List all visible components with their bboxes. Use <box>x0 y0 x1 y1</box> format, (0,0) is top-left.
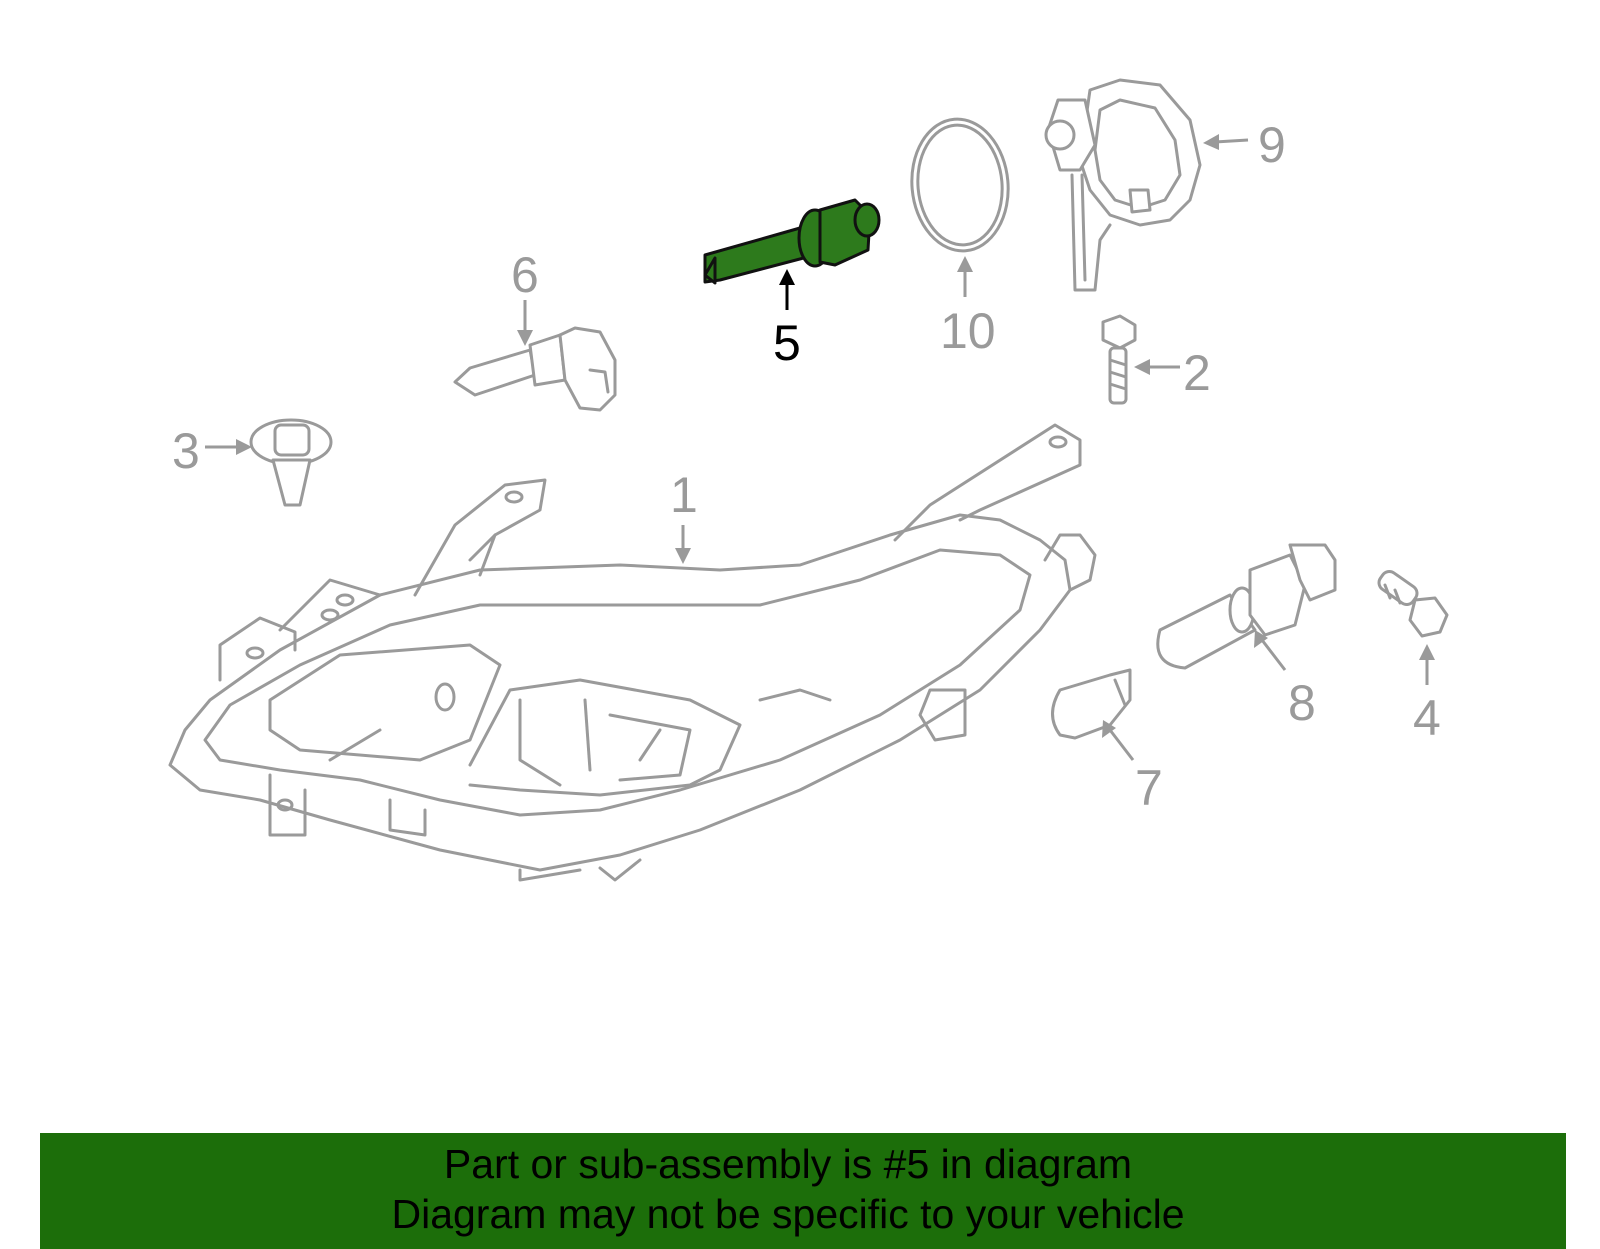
callout-7: 7 <box>1135 760 1163 816</box>
banner-line-2: Diagram may not be specific to your vehi… <box>391 1191 1185 1237</box>
callout-1: 1 <box>670 467 698 523</box>
clip-part-3[interactable] <box>249 418 333 507</box>
bolt-part-2[interactable] <box>1101 314 1137 405</box>
seal-ring-part-10[interactable] <box>906 115 1013 255</box>
headlamp-assembly[interactable] <box>168 423 1097 882</box>
bulb-part-7[interactable] <box>1051 668 1132 740</box>
bulb-part-8[interactable] <box>1156 543 1337 670</box>
bulb-part-6[interactable] <box>453 326 617 412</box>
callout-3: 3 <box>172 423 200 479</box>
banner-line-1: Part or sub-assembly is #5 in diagram <box>443 1141 1133 1187</box>
callout-6: 6 <box>511 247 539 303</box>
info-banner: Part or sub-assembly is #5 in diagram Di… <box>40 1133 1566 1249</box>
socket-part-9[interactable] <box>1044 78 1202 292</box>
callout-8: 8 <box>1288 675 1316 731</box>
callout-10: 10 <box>940 303 996 359</box>
callout-2: 2 <box>1183 345 1211 401</box>
callout-5: 5 <box>773 315 801 371</box>
leader-arrows <box>205 134 1435 761</box>
bolt-part-4[interactable] <box>1376 568 1449 638</box>
highlighted-part-5[interactable] <box>703 198 881 285</box>
callout-4: 4 <box>1413 690 1441 746</box>
callout-9: 9 <box>1258 117 1286 173</box>
